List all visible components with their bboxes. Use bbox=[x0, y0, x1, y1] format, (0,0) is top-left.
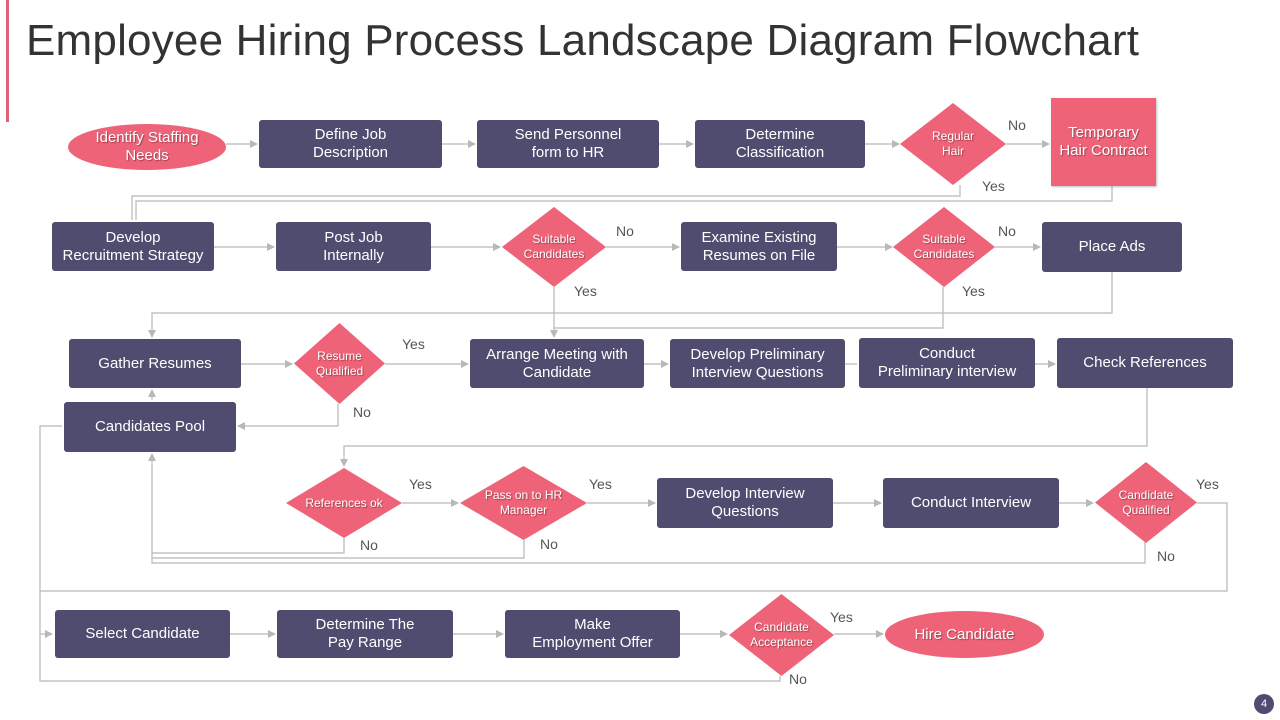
resume-qualified-decision: Resume Qualified bbox=[294, 323, 385, 404]
connector bbox=[152, 540, 525, 559]
connector bbox=[40, 502, 1228, 592]
connector bbox=[39, 425, 781, 682]
no-label: No bbox=[540, 536, 558, 552]
identify-staffing-needs-node: Identify Staffing Needs bbox=[68, 124, 226, 170]
page-number-badge: 4 bbox=[1254, 694, 1274, 714]
regular-hair-decision: Regular Hair bbox=[900, 103, 1006, 185]
connector bbox=[148, 453, 345, 554]
post-job-internally-node: Post Job Internally bbox=[276, 222, 431, 271]
suitable-candidates-label-1: Suitable Candidates bbox=[523, 232, 585, 261]
arrange-meeting-node: Arrange Meeting with Candidate bbox=[470, 339, 644, 388]
conduct-preliminary-interview-node: Conduct Preliminary interview bbox=[859, 338, 1035, 388]
yes-label: Yes bbox=[982, 178, 1005, 194]
regular-hair-label: Regular Hair bbox=[931, 129, 975, 158]
gather-resumes-node: Gather Resumes bbox=[69, 339, 241, 388]
connector bbox=[237, 404, 339, 430]
connector bbox=[340, 388, 1148, 467]
candidate-qualified-decision: Candidate Qualified bbox=[1095, 462, 1197, 543]
conduct-interview-node: Conduct Interview bbox=[883, 478, 1059, 528]
candidate-acceptance-label: Candidate Acceptance bbox=[750, 620, 813, 649]
yes-label: Yes bbox=[589, 476, 612, 492]
yes-label: Yes bbox=[574, 283, 597, 299]
pass-to-hr-manager-label: Pass on to HR Manager bbox=[484, 488, 563, 517]
determine-classification-node: Determine Classification bbox=[695, 120, 865, 168]
references-ok-label: References ok bbox=[305, 495, 383, 510]
yes-label: Yes bbox=[409, 476, 432, 492]
title-accent-bar bbox=[6, 0, 9, 122]
no-label: No bbox=[1008, 117, 1026, 133]
no-label: No bbox=[1157, 548, 1175, 564]
yes-label: Yes bbox=[402, 336, 425, 352]
develop-preliminary-questions-node: Develop Preliminary Interview Questions bbox=[670, 339, 845, 388]
connector bbox=[135, 186, 1113, 220]
no-label: No bbox=[616, 223, 634, 239]
candidates-pool-node: Candidates Pool bbox=[64, 402, 236, 452]
make-employment-offer-node: Make Employment Offer bbox=[505, 610, 680, 658]
page-title: Employee Hiring Process Landscape Diagra… bbox=[26, 16, 1140, 65]
check-references-node: Check References bbox=[1057, 338, 1233, 388]
yes-label: Yes bbox=[962, 283, 985, 299]
suitable-candidates-decision-1: Suitable Candidates bbox=[502, 207, 606, 287]
examine-existing-resumes-node: Examine Existing Resumes on File bbox=[681, 222, 837, 271]
suitable-candidates-label-2: Suitable Candidates bbox=[913, 232, 975, 261]
yes-label: Yes bbox=[830, 609, 853, 625]
no-label: No bbox=[353, 404, 371, 420]
yes-label: Yes bbox=[1196, 476, 1219, 492]
connector bbox=[148, 272, 1113, 338]
candidate-qualified-label: Candidate Qualified bbox=[1118, 487, 1174, 517]
no-label: No bbox=[998, 223, 1016, 239]
develop-recruitment-strategy-node: Develop Recruitment Strategy bbox=[52, 222, 214, 271]
send-personnel-form-node: Send Personnel form to HR bbox=[477, 120, 659, 168]
connector bbox=[131, 185, 961, 220]
determine-pay-range-node: Determine The Pay Range bbox=[277, 610, 453, 658]
connector bbox=[554, 287, 944, 329]
no-label: No bbox=[360, 537, 378, 553]
temporary-hair-contract-node: Temporary Hair Contract bbox=[1051, 98, 1156, 186]
references-ok-decision: References ok bbox=[286, 468, 402, 538]
candidate-acceptance-decision: Candidate Acceptance bbox=[729, 594, 834, 676]
connector bbox=[151, 542, 1146, 564]
hire-candidate-node: Hire Candidate bbox=[885, 611, 1044, 658]
place-ads-node: Place Ads bbox=[1042, 222, 1182, 272]
develop-interview-questions-node: Develop Interview Questions bbox=[657, 478, 833, 528]
select-candidate-node: Select Candidate bbox=[55, 610, 230, 658]
define-job-description-node: Define Job Description bbox=[259, 120, 442, 168]
no-label: No bbox=[789, 671, 807, 687]
resume-qualified-label: Resume Qualified bbox=[315, 348, 364, 378]
suitable-candidates-decision-2: Suitable Candidates bbox=[893, 207, 995, 287]
pass-to-hr-manager-decision: Pass on to HR Manager bbox=[460, 466, 587, 540]
